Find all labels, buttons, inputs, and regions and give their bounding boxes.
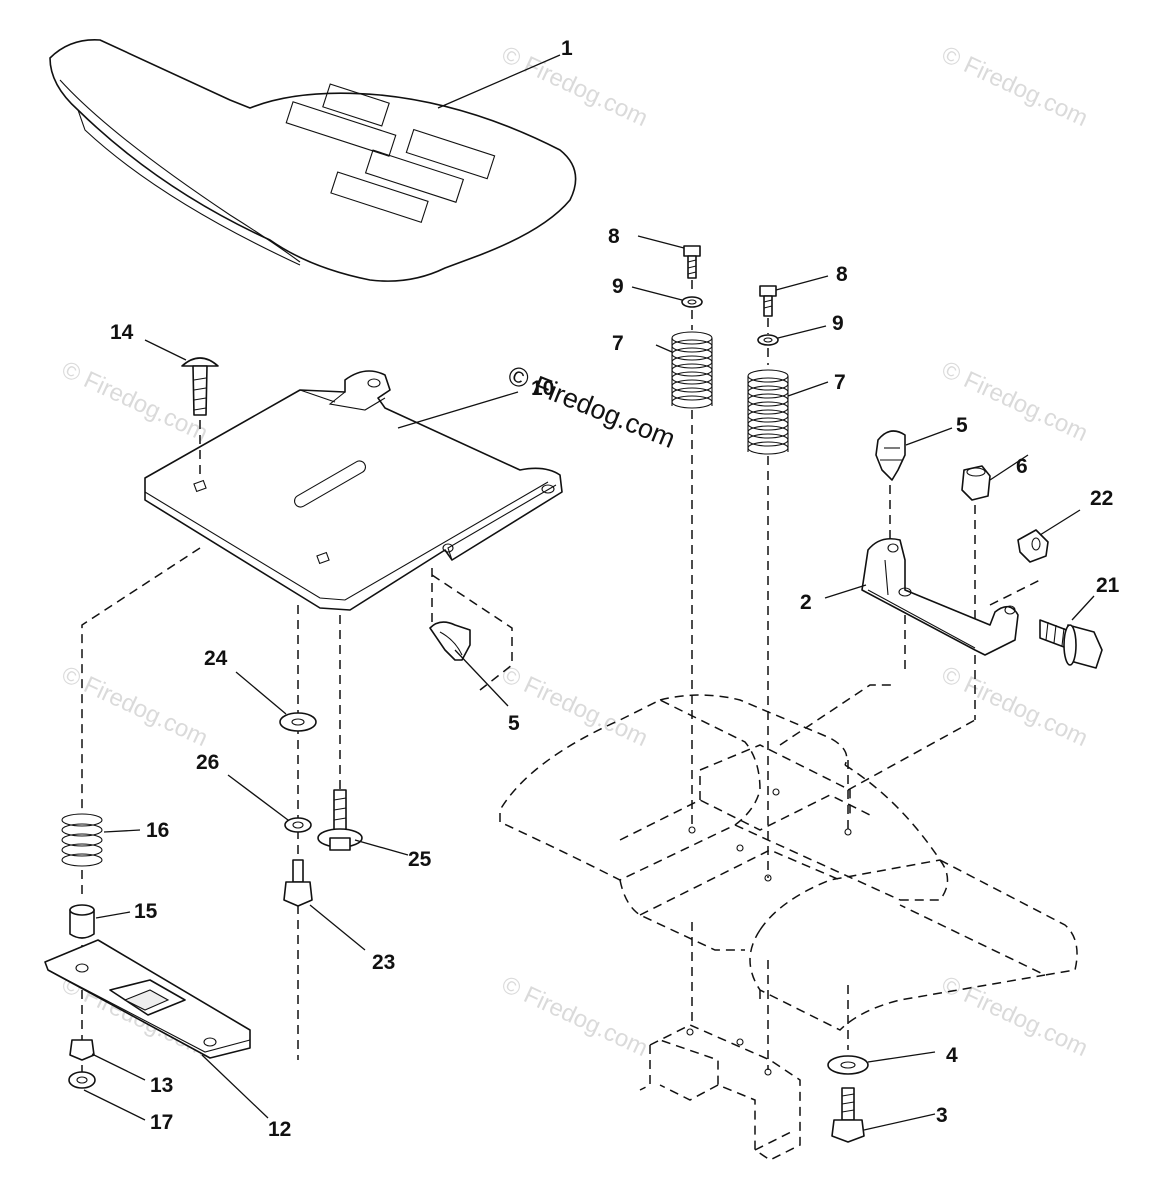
callout-13: 13 xyxy=(150,1074,173,1097)
callout-12: 12 xyxy=(268,1118,291,1141)
callout-14: 14 xyxy=(110,321,134,344)
flat-washer-part xyxy=(235,671,317,732)
callout-16: 16 xyxy=(146,819,169,842)
watermark-br: © Firedog.com xyxy=(937,971,1091,1062)
callout-15: 15 xyxy=(134,900,158,923)
carriage-bolt-part xyxy=(144,339,219,478)
callout-23: 23 xyxy=(372,951,395,974)
support-bracket-part xyxy=(824,537,1041,675)
watermark-r2: © Firedog.com xyxy=(937,661,1091,752)
watermark-ml: © Firedog.com xyxy=(57,356,211,447)
watermark-bm: © Firedog.com xyxy=(497,971,651,1062)
flange-bolt-part xyxy=(317,789,409,856)
callout-5-left: 5 xyxy=(508,712,520,735)
spring-right xyxy=(747,369,789,455)
hex-nut-13-part xyxy=(69,1039,146,1081)
callout-6: 6 xyxy=(1016,455,1028,478)
callout-7-right: 7 xyxy=(834,371,846,394)
callout-3: 3 xyxy=(936,1104,948,1127)
clip-right-part xyxy=(875,427,953,580)
callout-9-left: 9 xyxy=(612,275,624,298)
clip-left-part xyxy=(429,568,513,707)
callout-9-right: 9 xyxy=(832,312,844,335)
callout-labels: 1 2 3 4 5 5 6 7 7 8 8 9 9 10 12 13 14 15… xyxy=(110,37,1120,1141)
callout-5-right: 5 xyxy=(956,414,968,437)
spring-stack-left xyxy=(631,235,713,830)
spring-stack-right xyxy=(747,275,829,878)
hex-nut-6-part xyxy=(961,454,1029,720)
callout-8-left: 8 xyxy=(608,225,620,248)
watermark-main: © Firedog.com xyxy=(504,360,680,454)
small-spring-part xyxy=(61,813,141,867)
callout-1: 1 xyxy=(561,37,573,60)
callout-25: 25 xyxy=(408,848,432,871)
callout-22: 22 xyxy=(1090,487,1113,510)
callout-2: 2 xyxy=(800,591,812,614)
fender-frame-outline xyxy=(499,684,1078,1031)
nut-22-part xyxy=(1017,509,1081,563)
callout-8-right: 8 xyxy=(836,263,848,286)
flange-nut-part xyxy=(68,1071,146,1121)
lower-mount-bracket-outline xyxy=(639,922,801,1161)
callout-26: 26 xyxy=(196,751,219,774)
hex-bolt-21-part xyxy=(1039,595,1103,669)
hex-bolt-part xyxy=(283,859,366,951)
callout-7-left: 7 xyxy=(612,332,624,355)
callout-4: 4 xyxy=(946,1044,958,1067)
watermark-l2: © Firedog.com xyxy=(57,661,211,752)
washer-bolt-right xyxy=(827,985,936,1143)
bracket-plate-part xyxy=(44,939,269,1119)
callout-17: 17 xyxy=(150,1111,173,1134)
callout-10: 10 xyxy=(531,377,554,400)
watermark-tr: © Firedog.com xyxy=(937,41,1091,132)
spacer-part xyxy=(69,904,131,939)
callout-24: 24 xyxy=(204,647,228,670)
spring-left xyxy=(671,331,713,409)
seat-part xyxy=(49,39,577,282)
callout-21: 21 xyxy=(1096,574,1120,597)
watermark-tm: © Firedog.com xyxy=(497,41,651,132)
lock-washer-part xyxy=(227,774,312,833)
seat-pan-part xyxy=(144,370,563,611)
watermark-m2: © Firedog.com xyxy=(497,661,651,752)
